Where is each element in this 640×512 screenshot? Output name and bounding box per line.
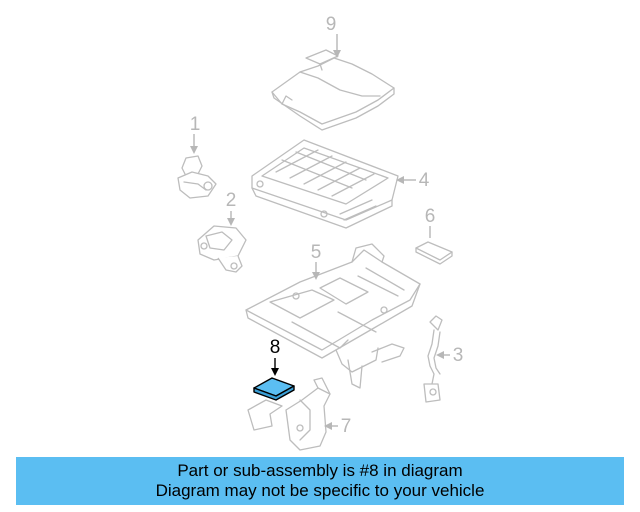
leader-7-arrow bbox=[324, 422, 332, 430]
parts-diagram: 9 4 1 2 6 bbox=[177, 14, 464, 451]
callout-6: 6 bbox=[425, 206, 436, 227]
part-7-lower-bracket[interactable] bbox=[247, 377, 331, 451]
leader-8-arrow bbox=[271, 368, 279, 376]
part-5-bracket[interactable] bbox=[245, 243, 421, 389]
leader-3-arrow bbox=[436, 351, 444, 359]
banner-line-2: Diagram may not be specific to your vehi… bbox=[155, 481, 485, 500]
part-2-map-sensor[interactable] bbox=[197, 225, 247, 273]
info-banner: Part or sub-assembly is #8 in diagram Di… bbox=[16, 457, 624, 505]
leader-1-arrow bbox=[190, 146, 198, 154]
callout-4: 4 bbox=[419, 170, 430, 191]
part-6-small-module[interactable] bbox=[415, 241, 453, 265]
part-3-cable-sensor[interactable] bbox=[423, 315, 443, 403]
part-9-cover[interactable] bbox=[271, 49, 395, 131]
banner-line-1: Part or sub-assembly is #8 in diagram bbox=[177, 461, 463, 480]
part-1-sensor[interactable] bbox=[177, 155, 217, 199]
part-8-highlighted-pad[interactable] bbox=[253, 377, 295, 401]
leader-4-arrow bbox=[396, 176, 404, 184]
leader-5-arrow bbox=[312, 272, 320, 280]
callout-9: 9 bbox=[326, 14, 337, 35]
callout-5: 5 bbox=[311, 242, 322, 263]
leader-2-arrow bbox=[227, 218, 235, 226]
part-4-control-module[interactable] bbox=[251, 139, 399, 229]
callout-1: 1 bbox=[190, 114, 201, 135]
callout-2: 2 bbox=[226, 190, 237, 211]
leader-9-arrow bbox=[333, 50, 341, 58]
callout-8: 8 bbox=[270, 337, 281, 358]
callout-3: 3 bbox=[453, 345, 464, 366]
callout-7: 7 bbox=[341, 416, 352, 437]
